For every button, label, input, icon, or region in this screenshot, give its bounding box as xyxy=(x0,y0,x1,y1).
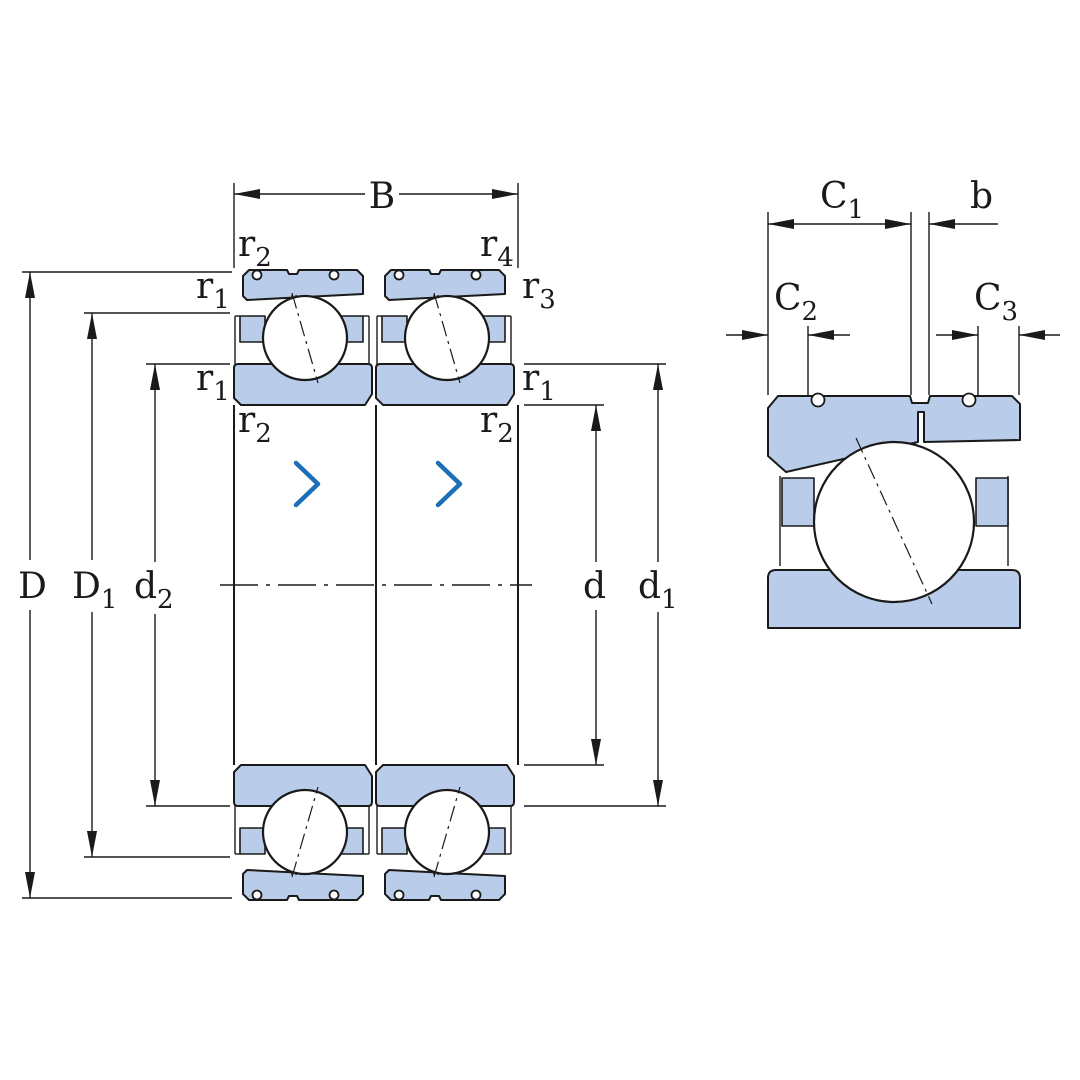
dimension-b xyxy=(233,183,519,268)
bearing-section-top-right xyxy=(374,268,516,407)
label-chamfer: r1 xyxy=(196,266,230,315)
bearing-section-top-left xyxy=(232,268,374,407)
dimension-lines-left xyxy=(22,271,232,899)
label-c2: C2 xyxy=(774,278,818,327)
label-chamfer: r2 xyxy=(238,224,272,273)
label-chamfer: r1 xyxy=(196,358,230,407)
label-chamfer: r2 xyxy=(238,400,272,449)
label-diameter-outer: D xyxy=(18,566,47,607)
label-diameter-d1: d1 xyxy=(638,566,678,615)
label-chamfer: r3 xyxy=(522,266,556,315)
label-chamfer: r2 xyxy=(480,400,514,449)
label-c3: C3 xyxy=(974,278,1018,327)
label-c1: C1 xyxy=(820,176,864,225)
detail-view: C1 b C2 C3 xyxy=(726,176,1060,629)
label-chamfer: r1 xyxy=(522,358,556,407)
label-diameter-bore: d xyxy=(583,566,606,607)
label-diameter-d2: d2 xyxy=(134,566,174,615)
chevron-right-icon xyxy=(435,460,463,508)
label-b-groove: b xyxy=(970,176,993,217)
dimension-lines-right xyxy=(524,363,666,807)
label-b-width: B xyxy=(369,176,395,217)
label-diameter-d1-upper: D1 xyxy=(72,566,117,615)
bearing-section-bottom-right xyxy=(374,763,516,902)
bearing-section-bottom-left xyxy=(232,763,374,902)
chevron-right-icon xyxy=(293,460,321,508)
main-view: B D D1 d2 d d1 r2 r1 r1 r2 r4 r3 r1 r2 xyxy=(18,176,678,902)
label-chamfer: r4 xyxy=(480,224,514,273)
